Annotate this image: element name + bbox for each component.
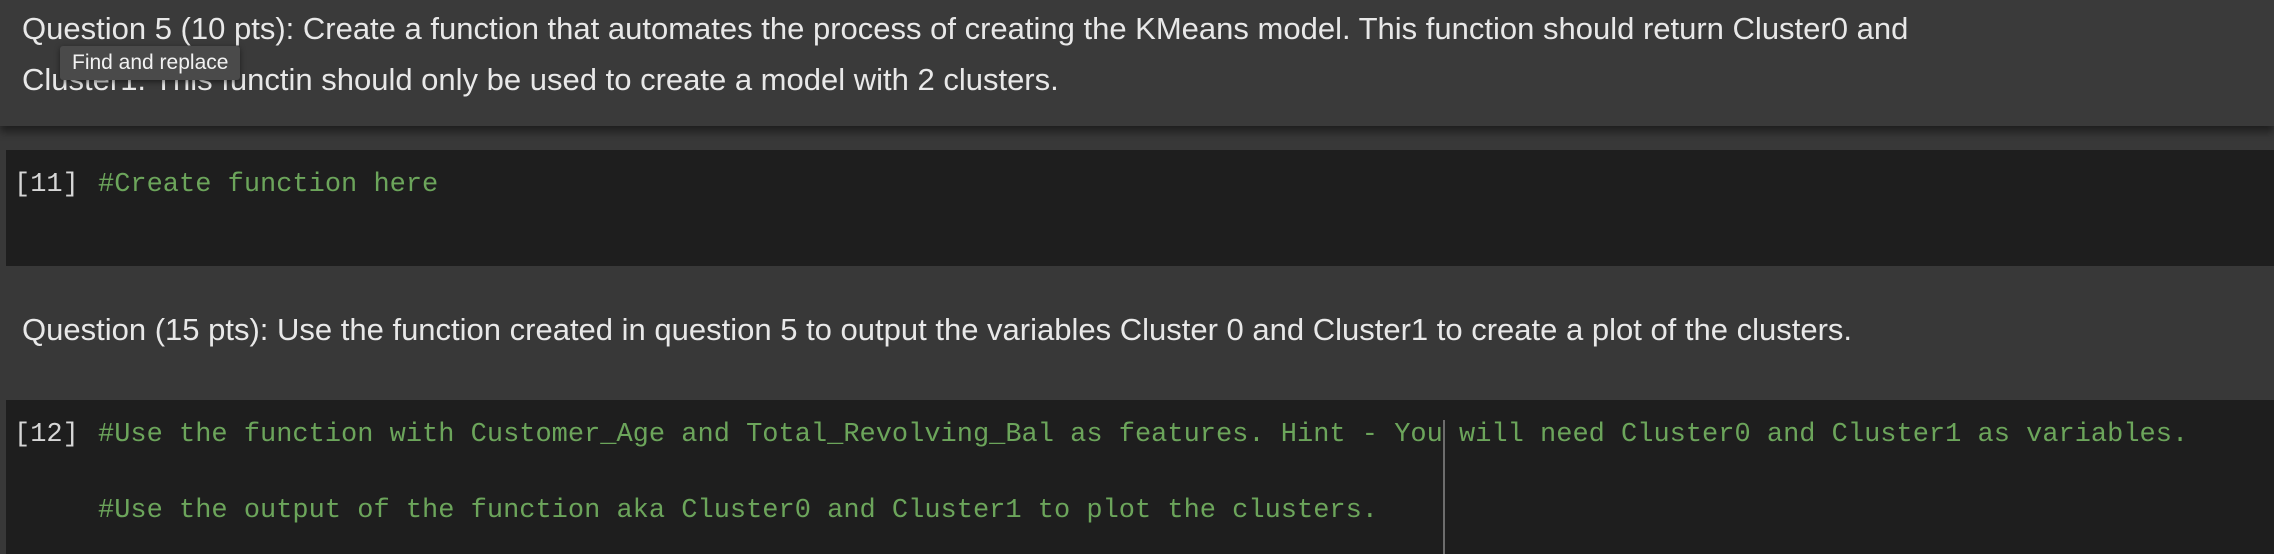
code-comment-line-1[interactable]: #Use the function with Customer_Age and … [98, 420, 2189, 450]
code-comment-line[interactable]: #Create function here [98, 170, 439, 200]
execution-count: [12] [14, 420, 79, 450]
code-cell-12[interactable]: [12] #Use the function with Customer_Age… [6, 400, 2274, 554]
markdown-cell-question-5[interactable]: Question 5 (10 pts): Create a function t… [0, 0, 2274, 126]
text-cursor [1443, 420, 1445, 554]
question-5-line-1: Question 5 (10 pts): Create a function t… [22, 11, 1909, 46]
code-cell-11[interactable]: [11] #Create function here [6, 150, 2274, 266]
question-6-line-1: Question (15 pts): Use the function crea… [22, 312, 1853, 347]
find-and-replace-tooltip: Find and replace [60, 46, 241, 80]
code-comment-line-2[interactable]: #Use the output of the function aka Clus… [98, 496, 1379, 526]
markdown-cell-question-6[interactable]: Question (15 pts): Use the function crea… [0, 292, 2274, 400]
execution-count: [11] [14, 170, 79, 200]
